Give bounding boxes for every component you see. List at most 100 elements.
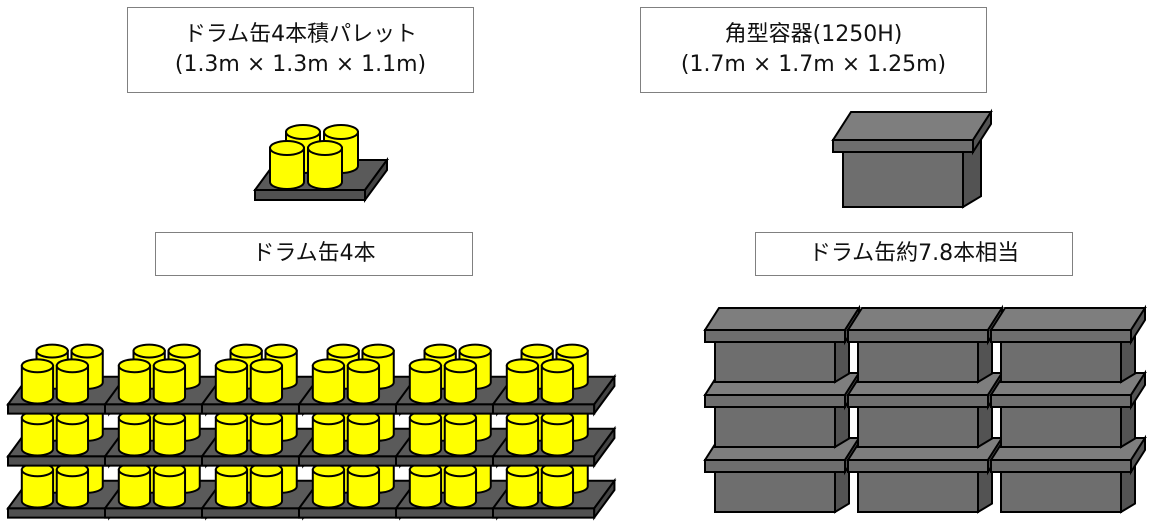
drum-body — [20, 364, 55, 405]
pallet-front — [492, 455, 596, 467]
container-lid-front — [704, 394, 846, 408]
pallet-front — [104, 403, 208, 415]
drum-lid — [307, 140, 343, 156]
pallet-front — [7, 455, 111, 467]
drum-lid — [346, 358, 381, 374]
pallet-front — [104, 507, 208, 519]
drum-pallet-stack — [6, 343, 617, 521]
drum-body — [249, 468, 284, 509]
drum-lid — [55, 358, 90, 374]
drum-body — [214, 416, 249, 457]
drum-lid — [326, 343, 360, 359]
drum — [311, 462, 346, 509]
drum-lid — [264, 343, 298, 359]
drum — [152, 358, 187, 405]
pallet-side — [364, 156, 388, 204]
drum — [311, 358, 346, 405]
drum — [55, 410, 90, 457]
drum — [540, 358, 575, 405]
drum-body — [505, 468, 540, 509]
container-lid-front — [704, 329, 846, 343]
pallet-front — [492, 403, 596, 415]
drum-lid — [423, 343, 457, 359]
drum-lid — [132, 343, 166, 359]
drum-body — [505, 416, 540, 457]
square-container — [703, 304, 861, 384]
drum-body — [55, 468, 90, 509]
drum-lid — [35, 343, 69, 359]
container-front — [714, 341, 836, 383]
drum-body — [117, 416, 152, 457]
drum — [20, 462, 55, 509]
pallet-unit — [491, 343, 617, 417]
drum-lid — [269, 140, 305, 156]
container-lid-front — [832, 139, 974, 153]
drum-lid — [323, 124, 359, 140]
drum — [117, 410, 152, 457]
pallet-front — [298, 507, 402, 519]
pallet-side — [593, 425, 616, 469]
drum — [540, 462, 575, 509]
drum — [117, 462, 152, 509]
drum-body — [55, 364, 90, 405]
drum — [214, 410, 249, 457]
drum — [214, 358, 249, 405]
drum-body — [311, 468, 346, 509]
drum-lid — [458, 343, 492, 359]
pallet-unit — [253, 124, 389, 204]
pallet-front — [298, 455, 402, 467]
drum — [443, 462, 478, 509]
drum-body — [214, 364, 249, 405]
drum — [55, 358, 90, 405]
drum — [269, 140, 305, 190]
drum-body — [408, 364, 443, 405]
container-front — [714, 406, 836, 448]
square-container-dimensions: (1.7m × 1.7m × 1.25m) — [680, 52, 947, 77]
drum — [20, 358, 55, 405]
drum-body — [311, 416, 346, 457]
pallet-unit — [103, 343, 229, 417]
drum-body — [152, 416, 187, 457]
pallet-front — [7, 403, 111, 415]
pallet-front — [201, 455, 305, 467]
drum — [505, 410, 540, 457]
pallet-front — [492, 507, 596, 519]
drum-count-caption: ドラム缶4本 — [252, 241, 376, 266]
drum — [505, 358, 540, 405]
drum-body — [443, 364, 478, 405]
pallet-front — [201, 507, 305, 519]
drum-lid — [311, 358, 346, 374]
drum-lid — [555, 343, 589, 359]
drum-lid — [70, 343, 104, 359]
drum — [408, 410, 443, 457]
drum-body — [20, 416, 55, 457]
drum-lid — [249, 358, 284, 374]
drum-body — [346, 364, 381, 405]
container-lid-side — [972, 108, 992, 156]
pallet-front — [395, 507, 499, 519]
container-lid-side — [1130, 304, 1146, 346]
drum-lid — [152, 358, 187, 374]
container-equivalent-caption: ドラム缶約7.8本相当 — [808, 241, 1020, 266]
square-container-title: 角型容器(1250H) — [724, 22, 903, 47]
container-lid-front — [990, 394, 1132, 408]
drum-body — [152, 468, 187, 509]
square-container-title-box: 角型容器(1250H) (1.7m × 1.7m × 1.25m) — [640, 7, 987, 93]
drum-body — [540, 468, 575, 509]
drum — [152, 410, 187, 457]
drum — [408, 358, 443, 405]
drum-body — [443, 416, 478, 457]
drum — [408, 462, 443, 509]
square-container — [989, 304, 1147, 384]
drum-body — [55, 416, 90, 457]
square-container — [831, 108, 993, 209]
container-lid-front — [990, 459, 1132, 473]
square-container — [703, 434, 861, 514]
drum-body — [307, 147, 343, 190]
square-container — [703, 369, 861, 449]
drum-lid — [285, 124, 321, 140]
pallet-front — [298, 403, 402, 415]
drum-lid — [20, 358, 55, 374]
drum-pallet-dimensions: (1.3m × 1.3m × 1.1m) — [174, 52, 427, 77]
container-lid-front — [847, 394, 989, 408]
